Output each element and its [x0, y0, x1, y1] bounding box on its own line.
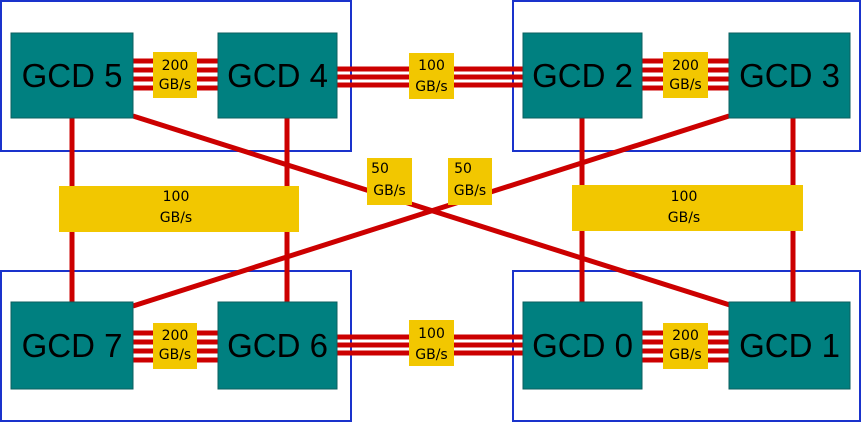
gcd-label-4: GCD 4	[227, 57, 328, 94]
bandwidth-label-gcd2-gcd3: 200 GB/s	[663, 52, 708, 98]
svg-text:GB/s: GB/s	[159, 77, 191, 93]
svg-text:GB/s: GB/s	[373, 183, 405, 199]
svg-text:GB/s: GB/s	[669, 347, 701, 363]
svg-text:100: 100	[418, 58, 445, 74]
gcd-box-3: GCD 3	[728, 32, 851, 119]
gcd-label-7: GCD 7	[22, 327, 123, 364]
bandwidth-label-gcd3-gcd7: 50 GB/s	[448, 158, 492, 205]
bandwidth-label-gcd7-gcd6: 200 GB/s	[153, 323, 197, 369]
svg-text:GB/s: GB/s	[669, 77, 701, 93]
svg-text:200: 200	[162, 58, 189, 74]
svg-text:100: 100	[163, 189, 190, 205]
svg-text:100: 100	[418, 326, 445, 342]
bandwidth-label-gcd4-gcd2: 100 GB/s	[409, 53, 454, 99]
svg-text:GB/s: GB/s	[668, 210, 700, 226]
gcd-label-5: GCD 5	[22, 57, 123, 94]
gcd-box-1: GCD 1	[728, 301, 851, 390]
bandwidth-label-gcd0-gcd1: 200 GB/s	[663, 323, 708, 369]
gcd-box-6: GCD 6	[217, 301, 338, 390]
svg-text:100: 100	[671, 189, 698, 205]
svg-text:GB/s: GB/s	[415, 347, 447, 363]
svg-text:200: 200	[162, 328, 189, 344]
bandwidth-label-gcd6-gcd0: 100 GB/s	[409, 320, 454, 366]
svg-text:GB/s: GB/s	[160, 210, 192, 226]
gcd-label-0: GCD 0	[532, 327, 633, 364]
svg-text:GB/s: GB/s	[415, 79, 447, 95]
link-gcd3-gcd7	[132, 113, 730, 309]
gcd-label-1: GCD 1	[739, 327, 840, 364]
bandwidth-label-gcd5-gcd1: 50 GB/s	[367, 158, 412, 205]
svg-text:GB/s: GB/s	[454, 183, 486, 199]
gcd-box-5: GCD 5	[10, 32, 134, 119]
gcd-box-0: GCD 0	[522, 301, 643, 390]
gcd-label-2: GCD 2	[532, 57, 633, 94]
svg-text:GB/s: GB/s	[159, 347, 191, 363]
bandwidth-label-left-vertical: 100 GB/s	[59, 186, 299, 232]
gcd-box-2: GCD 2	[522, 32, 643, 119]
gcd-label-6: GCD 6	[227, 327, 328, 364]
svg-text:200: 200	[672, 328, 699, 344]
bandwidth-label-right-vertical: 100 GB/s	[572, 185, 803, 231]
gcd-boxes: GCD 5 GCD 4 GCD 2 GCD 3 GCD 7 GCD 6 GCD …	[10, 32, 851, 390]
bandwidth-labels: 200 GB/s 100 GB/s 200 GB/s 200 GB/s 100 …	[59, 52, 803, 369]
gcd-box-7: GCD 7	[10, 301, 134, 390]
svg-text:50: 50	[371, 161, 389, 177]
gcd-box-4: GCD 4	[217, 32, 338, 119]
svg-text:50: 50	[454, 161, 472, 177]
bandwidth-label-gcd5-gcd4: 200 GB/s	[153, 52, 197, 98]
svg-text:200: 200	[672, 58, 699, 74]
gcd-label-3: GCD 3	[739, 57, 840, 94]
